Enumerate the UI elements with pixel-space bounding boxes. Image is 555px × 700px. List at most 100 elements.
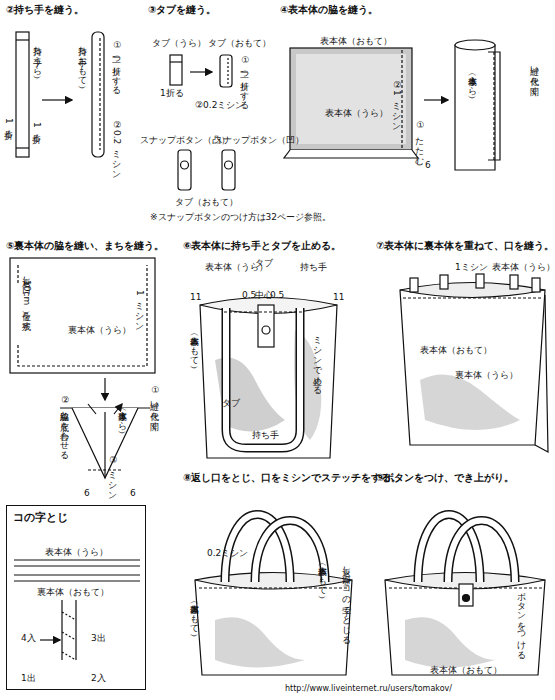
- stitch-line: [99, 38, 100, 150]
- fabric-layer: [14, 560, 140, 566]
- part-label: 裏本体（うら）: [455, 370, 518, 380]
- part-label: ボタンをつける: [517, 585, 527, 655]
- part-label: ②1ミシン: [392, 80, 402, 126]
- folded-edge: [284, 150, 418, 158]
- part-label: ②0.2ミシン: [112, 120, 122, 174]
- stitch-line: [224, 311, 302, 312]
- handle-step: [16, 32, 104, 157]
- step-arrow: [104, 378, 105, 400]
- tab-piece: [220, 55, 232, 87]
- step-arrow: [190, 71, 212, 72]
- part-label: ※スナップボタンのつけ方は32ページ参照。: [150, 212, 331, 222]
- part-label: 返し口をコの字でとじる: [342, 560, 352, 640]
- side-seam: [104, 412, 105, 478]
- part-label: 表本体（おもて）: [190, 330, 200, 360]
- fold-line: [16, 39, 29, 40]
- step-heading: ⑤裏本体の脇を縫い、まちを縫う。: [6, 240, 164, 252]
- part-label: 表本体（おもて）: [318, 560, 328, 590]
- part-label: 3出: [91, 632, 106, 645]
- part-label: タブ（おもて）: [175, 197, 238, 207]
- open-arrow: [88, 404, 122, 414]
- part-label: 持ち手（うら）: [33, 40, 43, 70]
- part-label: ①縫い代を開く: [150, 385, 160, 425]
- stitch-line: [227, 58, 228, 84]
- tab-piece: [459, 584, 473, 606]
- tab-piece: [410, 278, 418, 292]
- part-label: 0.2ミシン: [207, 548, 248, 558]
- part-label: 4入: [21, 632, 36, 645]
- part-label: 0.5: [270, 290, 284, 300]
- part-label: 持ち手: [252, 430, 279, 440]
- bag-body: [200, 305, 337, 458]
- part-label: タブ（おもて）: [208, 38, 271, 48]
- outer-body: [290, 48, 412, 150]
- lining-body: [400, 290, 545, 445]
- fabric-shade: [420, 374, 520, 430]
- snap-button: [181, 161, 189, 169]
- handle-strip: [16, 32, 29, 157]
- part-label: ②脇線と底を合わせる: [60, 395, 70, 455]
- snap-button: [225, 161, 233, 169]
- part-label: 裏本体（うら）: [118, 405, 128, 425]
- part-label: 返し口（10cm位）を残す: [22, 270, 32, 325]
- fabric-shade: [215, 617, 305, 667]
- part-label: 表本体（うら）: [468, 70, 478, 90]
- handle: [255, 521, 325, 583]
- part-label: 裏本体（おもて）: [190, 598, 200, 628]
- button: [463, 595, 470, 602]
- ladder-stitch: [62, 612, 76, 660]
- inner-flap: [535, 295, 548, 452]
- part-label: 6: [425, 160, 431, 170]
- tube-rim: [455, 40, 495, 50]
- fabric-layer: [14, 575, 140, 581]
- part-label: 1出: [21, 672, 36, 685]
- part-label: 裏本体（うら）: [68, 325, 131, 335]
- part-label: ②0.2ミシン: [195, 100, 244, 110]
- step-heading: ④表本体の脇を縫う。: [280, 4, 378, 16]
- part-label: 2入: [91, 672, 106, 685]
- ladder-stitch-art: [14, 560, 140, 660]
- lining-step: [10, 258, 155, 478]
- handle: [255, 521, 325, 583]
- part-label: 表本体（うら）: [492, 262, 555, 272]
- join-step: [400, 274, 548, 452]
- finish-step: [195, 515, 545, 676]
- part-label: 裏本体（おもて）: [37, 586, 109, 599]
- part-label: 持ち手: [300, 262, 327, 272]
- tab-piece: [170, 55, 182, 85]
- tab-piece: [440, 275, 448, 289]
- step-arrow: [42, 99, 72, 100]
- lining-body: [10, 258, 155, 373]
- part-label: 表本体（おもて）: [320, 36, 392, 46]
- part-label: 1ミシン: [135, 290, 145, 326]
- bag-body: [195, 580, 352, 675]
- part-label: 表本体（うら）: [45, 546, 108, 559]
- part-label: 表本体（おもて）: [430, 665, 502, 675]
- step-heading: ②持ち手を縫う。: [6, 4, 84, 16]
- step-heading: ⑧返し口をとじ、口をミシンでステッチをする。: [183, 472, 401, 484]
- fold-line: [170, 61, 182, 62]
- part-label: タブ（うら）: [152, 38, 206, 48]
- part-label: 縫い代を開く: [530, 60, 540, 90]
- fold-line: [16, 147, 29, 148]
- part-label: ミシンで止める: [313, 330, 323, 390]
- fabric-shade: [296, 54, 406, 144]
- part-label: ①二つ折りする: [240, 55, 250, 105]
- step-heading: ⑨ボタンをつけ、でき上がり。: [376, 472, 514, 484]
- stitch-line: [493, 52, 494, 160]
- part-label: 1折る: [32, 122, 42, 138]
- tab-piece: [222, 150, 235, 190]
- part-label: http://www.liveinternet.ru/users/tomakov…: [285, 684, 452, 693]
- outer-side-step: [284, 40, 500, 170]
- tab-piece: [178, 150, 191, 190]
- part-label: 6: [84, 488, 90, 498]
- tab-step: [170, 55, 235, 190]
- handle: [448, 521, 515, 583]
- stitch-line: [18, 265, 147, 366]
- needle-arrow: [40, 639, 60, 640]
- box-heading: コの字とじ: [13, 510, 68, 525]
- step-arrow: [424, 99, 448, 100]
- part-label: ③ミシン: [108, 455, 118, 495]
- part-label: 11: [190, 292, 201, 302]
